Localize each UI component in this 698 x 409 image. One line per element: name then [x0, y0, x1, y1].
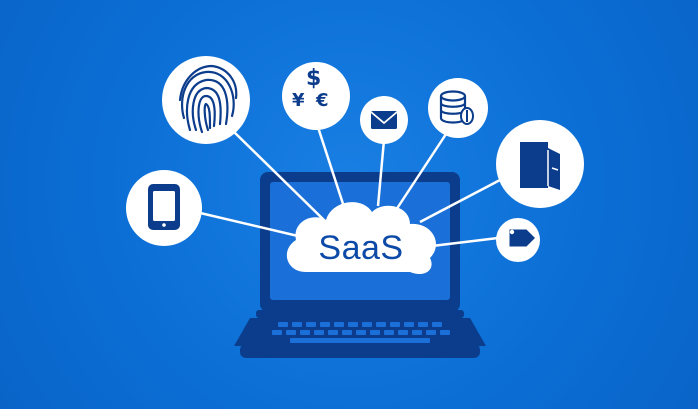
yen-symbol: ¥ [292, 90, 305, 111]
folder-icon [496, 120, 584, 208]
euro-symbol: € [316, 90, 329, 111]
currency-icon [282, 62, 350, 130]
cloud-icon [286, 202, 437, 275]
dollar-symbol: $ [306, 66, 322, 91]
saas-label: SaaS [318, 228, 404, 267]
connector-lines [195, 117, 501, 248]
mail-icon [360, 96, 408, 144]
tablet-icon [126, 170, 202, 246]
currency-symbols: $ ¥ € [282, 62, 350, 130]
coins-icon [428, 78, 488, 138]
fingerprint-icon [162, 56, 250, 144]
tag-icon [496, 218, 540, 262]
